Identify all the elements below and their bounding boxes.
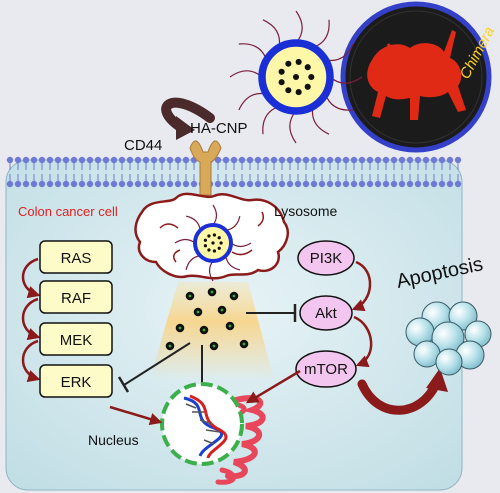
apoptotic-bodies (405, 301, 492, 376)
mtor-to-nucleus-arrow (245, 369, 301, 404)
mapk-arrow (21, 339, 41, 383)
mapk-node-raf: RAF (39, 280, 113, 314)
lysosome-cnp (174, 204, 252, 282)
lysosome-label: Lysosome (274, 203, 338, 219)
cd44-receptor (189, 140, 222, 196)
release-cone (150, 282, 274, 380)
inhibition-erk (117, 342, 191, 393)
ha-cnp-particle (229, 10, 363, 144)
pi3k-node-akt: Akt (299, 295, 353, 331)
apoptosis-arrow (357, 379, 441, 415)
pi3k-node-label: PI3K (310, 250, 343, 267)
mapk-arrow (21, 297, 41, 341)
mapk-pathway: RAS RAF MEK ERK (21, 240, 113, 398)
entry-arrow (161, 97, 215, 133)
chimera-disc (340, 1, 492, 153)
mapk-node-mek: MEK (39, 322, 113, 356)
pi3k-arrow (353, 315, 373, 368)
ha-cnp-label: HA-CNP (190, 120, 248, 137)
apoptosis-arrowhead (426, 368, 448, 392)
pi3k-arrow (351, 260, 372, 312)
erk-to-nucleus-arrow (109, 405, 163, 426)
pi3k-node-label: mTOR (304, 361, 348, 378)
mapk-node-label: RAS (61, 250, 92, 267)
mapk-node-ras: RAS (39, 240, 113, 274)
pi3k-node-label: Akt (315, 305, 338, 322)
released-drug-particles (165, 287, 249, 351)
cd44-label: CD44 (124, 137, 162, 154)
mapk-node-label: MEK (60, 332, 93, 349)
mapk-node-erk: ERK (39, 364, 113, 398)
pi3k-node-mtor: mTOR (295, 350, 357, 388)
pi3k-node-pi3k: PI3K (297, 240, 355, 276)
mapk-node-label: RAF (61, 290, 91, 307)
nucleus-label: Nucleus (88, 432, 139, 448)
cell-label: Colon cancer cell (18, 204, 118, 219)
inhibition-akt (246, 304, 297, 322)
mapk-arrow (21, 257, 41, 299)
entry-arrowhead (176, 116, 195, 140)
nucleus (160, 382, 244, 466)
pi3k-pathway: PI3K Akt mTOR (295, 240, 373, 388)
mapk-node-label: ERK (61, 374, 92, 391)
